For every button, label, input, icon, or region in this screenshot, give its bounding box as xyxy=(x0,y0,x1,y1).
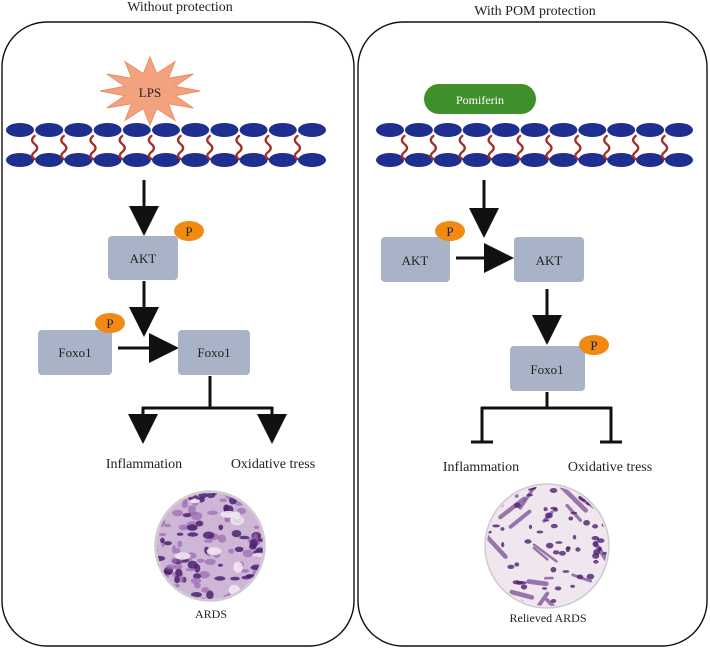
left-cell-membrane xyxy=(6,123,326,167)
pomiferin-pill xyxy=(424,84,536,114)
right-panel-title: With POM protection xyxy=(474,4,596,19)
foxo1-right-phospho-badge xyxy=(579,335,609,355)
foxo1-phospho-badge-label: P xyxy=(106,316,113,331)
foxo1-right-phospho-label: P xyxy=(590,338,597,353)
foxo1-phospho-box xyxy=(38,330,112,375)
right-outcome-inflammation: Inflammation xyxy=(443,460,519,475)
akt-active-label: AKT xyxy=(536,253,563,268)
left-branch-arrows xyxy=(128,376,287,444)
lps-burst-icon xyxy=(99,55,201,127)
left-outcome-inflammation: Inflammation xyxy=(106,457,182,472)
akt-phospho-box-label: AKT xyxy=(402,253,429,268)
foxo1-phospho-badge xyxy=(95,313,125,333)
lps-label: LPS xyxy=(139,85,161,100)
foxo1-inactive-box xyxy=(510,346,585,391)
pomiferin-label: Pomiferin xyxy=(456,93,504,107)
foxo1-active-label: Foxo1 xyxy=(197,345,230,360)
right-outcome-oxidative-stress: Oxidative tress xyxy=(568,460,652,475)
akt-phospho-badge xyxy=(174,221,204,241)
left-outcome-oxidative-stress: Oxidative tress xyxy=(231,457,315,472)
relieved-ards-tissue-image xyxy=(484,483,610,609)
ards-caption: ARDS xyxy=(195,607,227,621)
akt-label: AKT xyxy=(130,251,157,266)
relieved-ards-caption: Relieved ARDS xyxy=(510,611,587,625)
foxo1-phospho-label: Foxo1 xyxy=(58,345,91,360)
right-branch-inhibition xyxy=(471,392,622,444)
akt-right-phospho-badge xyxy=(435,221,465,241)
foxo1-inactive-label: Foxo1 xyxy=(530,362,563,377)
akt-active-box xyxy=(514,237,584,282)
foxo1-active-box xyxy=(178,330,250,375)
akt-box xyxy=(108,236,178,280)
lps-stimulus: LPS xyxy=(99,55,201,127)
akt-phospho-label: P xyxy=(185,224,192,239)
right-cell-membrane xyxy=(376,123,693,167)
left-panel-title: Without protection xyxy=(127,0,233,15)
akt-right-phospho-label: P xyxy=(446,224,453,239)
akt-phospho-box xyxy=(381,237,450,282)
